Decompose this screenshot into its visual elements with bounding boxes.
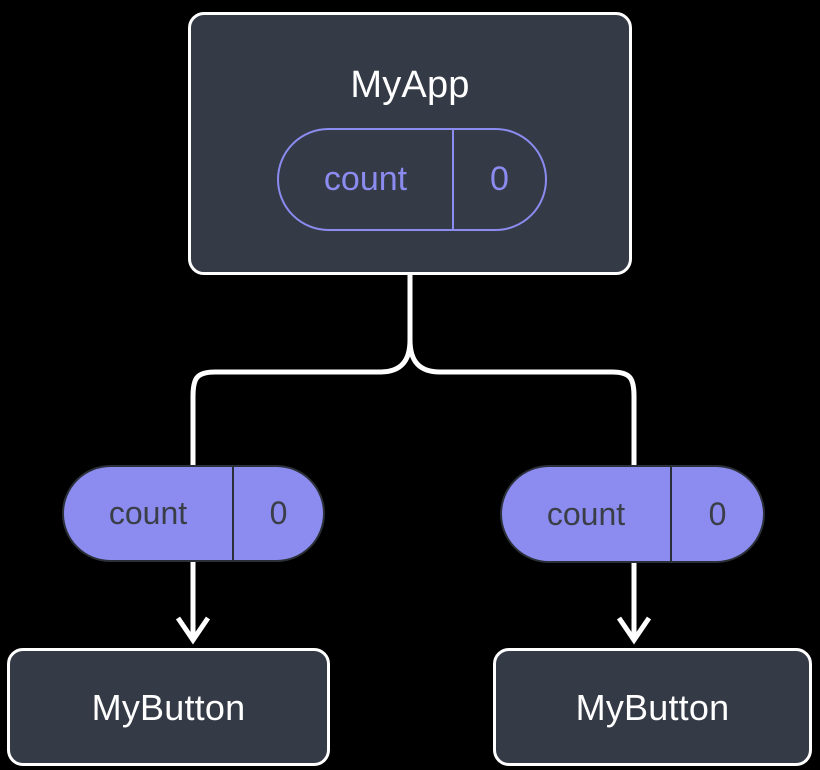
arrow-head-left bbox=[175, 616, 211, 645]
branch-line-left bbox=[190, 337, 413, 473]
component-node-myapp[interactable]: MyApp bbox=[188, 12, 632, 275]
component-label-mybutton-right: MyButton bbox=[575, 687, 730, 728]
prop-pill-value: 0 bbox=[269, 495, 288, 531]
prop-pill-left[interactable]: count 0 bbox=[62, 465, 325, 562]
branch-line-right bbox=[407, 337, 637, 473]
prop-pill-key: count bbox=[502, 467, 672, 561]
state-pill-key: count bbox=[279, 130, 454, 229]
component-label-mybutton-left: MyButton bbox=[91, 687, 246, 728]
component-label-myapp: MyApp bbox=[350, 64, 470, 106]
prop-pill-right[interactable]: count 0 bbox=[500, 465, 765, 563]
prop-pill-value: 0 bbox=[708, 495, 727, 532]
component-node-mybutton-right[interactable]: MyButton bbox=[493, 648, 812, 766]
state-pill-myapp[interactable]: count 0 bbox=[277, 128, 547, 231]
state-pill-value: 0 bbox=[490, 160, 509, 198]
component-node-mybutton-left[interactable]: MyButton bbox=[7, 648, 330, 766]
arrow-head-right bbox=[616, 616, 652, 645]
prop-pill-key: count bbox=[64, 467, 234, 560]
